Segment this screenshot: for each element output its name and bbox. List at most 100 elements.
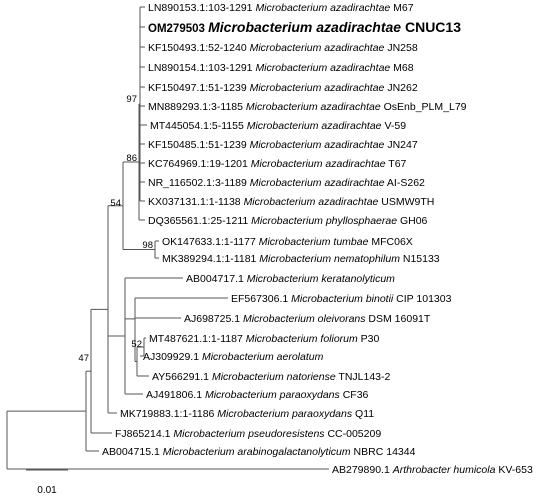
scale-bar-label: 0.01 bbox=[37, 485, 57, 496]
leaf-accession: KX037131.1:1-1138 bbox=[148, 196, 244, 208]
leaf-label-l3: KF150493.1:52-1240 Microbacterium azadir… bbox=[148, 42, 418, 54]
leaf-strain: CNUC13 bbox=[401, 19, 461, 35]
leaf-accession: AJ698725.1 bbox=[184, 313, 243, 325]
leaf-species: Microbacterium azadirachtae bbox=[251, 158, 386, 170]
leaf-species: Microbacterium paraoxydans bbox=[205, 389, 341, 401]
leaf-accession: MN889293.1:3-1185 bbox=[148, 101, 246, 113]
leaf-strain: JN258 bbox=[384, 42, 417, 54]
leaf-species: Microbacterium azadirachtae bbox=[250, 139, 385, 151]
leaf-species: Microbacterium pseudoresistens bbox=[173, 428, 325, 440]
bootstrap-values: 97 86 54 98 52 47 bbox=[78, 94, 153, 364]
leaf-species: Microbacterium azadirachtae bbox=[255, 62, 390, 74]
bootstrap-value-52: 52 bbox=[131, 339, 142, 350]
bootstrap-value-86: 86 bbox=[126, 153, 137, 164]
leaf-accession: AJ309929.1 bbox=[143, 351, 202, 363]
leaf-species: Microbacterium azadirachtae bbox=[208, 19, 401, 35]
leaf-species: Microbacterium azadirachtae bbox=[250, 42, 385, 54]
leaf-accession: KF150493.1:52-1240 bbox=[148, 42, 250, 54]
leaf-species: Microbacterium azadirachtae bbox=[247, 120, 382, 132]
leaf-species: Microbacterium azadirachtae bbox=[250, 177, 385, 189]
leaf-label-l1: LN890153.1:103-1291 Microbacterium azadi… bbox=[148, 2, 414, 14]
leaf-strain: Q11 bbox=[352, 408, 374, 420]
leaf-accession: OM279503 bbox=[148, 23, 208, 35]
leaf-label-l18: MT487621.1:1-1187 Microbacterium folioru… bbox=[149, 333, 380, 345]
bootstrap-value-97: 97 bbox=[126, 94, 137, 105]
leaf-accession: OK147633.1:1-1177 bbox=[162, 236, 259, 248]
leaf-accession: FJ865214.1 bbox=[115, 428, 173, 440]
leaf-label-l25: AB279890.1 Arthrobacter humicola KV-653 bbox=[332, 464, 533, 476]
leaf-accession: AB004715.1 bbox=[102, 446, 163, 458]
leaf-accession: AB279890.1 bbox=[332, 464, 393, 476]
leaf-label-l6: MN889293.1:3-1185 Microbacterium azadira… bbox=[148, 101, 467, 113]
leaf-species: Microbacterium tumbae bbox=[259, 236, 369, 248]
leaf-label-l24: AB004715.1 Microbacterium arabinogalacta… bbox=[102, 446, 416, 458]
leaf-accession: MK719883.1:1-1186 bbox=[120, 408, 217, 420]
leaf-label-l20: AY566291.1 Microbacterium natoriense TNJ… bbox=[152, 371, 391, 383]
leaf-strain: P30 bbox=[358, 333, 380, 345]
leaf-strain: USMW9TH bbox=[378, 196, 434, 208]
bootstrap-value-98: 98 bbox=[142, 240, 153, 251]
leaf-accession: LN890154.1:103-1291 bbox=[148, 62, 255, 74]
leaf-strain: JN262 bbox=[384, 82, 417, 94]
leaf-species: Arthrobacter humicola bbox=[392, 464, 496, 476]
leaf-accession: EF567306.1 bbox=[231, 293, 291, 305]
leaf-accession: LN890153.1:103-1291 bbox=[148, 2, 255, 14]
leaf-strain: CF36 bbox=[340, 389, 369, 401]
leaf-accession: NR_116502.1:3-1189 bbox=[148, 177, 250, 189]
leaf-label-l4: LN890154.1:103-1291 Microbacterium azadi… bbox=[148, 62, 414, 74]
tree-branches bbox=[6, 6, 329, 470]
leaf-species: Microbacterium phyllosphaerae bbox=[251, 215, 397, 227]
leaf-strain: MFC06X bbox=[368, 236, 412, 248]
leaf-strain: NBRC 14344 bbox=[351, 446, 416, 458]
leaf-strain: JN247 bbox=[384, 139, 417, 151]
leaf-accession: DQ365561.1:25-1211 bbox=[148, 215, 251, 227]
leaf-label-l10: NR_116502.1:3-1189 Microbacterium azadir… bbox=[148, 177, 425, 189]
leaf-label-l19: AJ309929.1 Microbacterium aerolatum bbox=[143, 351, 324, 363]
leaf-species: Microbacterium azadirachtae bbox=[244, 196, 379, 208]
leaf-species: Microbacterium arabinogalactanolyticum bbox=[163, 446, 351, 458]
leaf-label-l13: OK147633.1:1-1177 Microbacterium tumbae … bbox=[162, 236, 413, 248]
leaf-label-l9: KC764969.1:19-1201 Microbacterium azadir… bbox=[148, 158, 407, 170]
leaf-accession: MT445054.1:5-1155 bbox=[150, 120, 247, 132]
leaf-label-l21: AJ491806.1 Microbacterium paraoxydans CF… bbox=[146, 389, 369, 401]
leaf-labels: LN890153.1:103-1291 Microbacterium azadi… bbox=[102, 2, 533, 476]
leaf-label-l7: MT445054.1:5-1155 Microbacterium azadira… bbox=[150, 120, 406, 132]
leaf-label-l5: KF150497.1:51-1239 Microbacterium azadir… bbox=[148, 82, 418, 94]
leaf-strain: AI-S262 bbox=[385, 177, 425, 189]
leaf-label-l23: FJ865214.1 Microbacterium pseudoresisten… bbox=[115, 428, 381, 440]
leaf-accession: MK389294.1:1-1181 bbox=[162, 253, 259, 265]
leaf-strain: TNJL143-2 bbox=[336, 371, 391, 383]
leaf-accession: AY566291.1 bbox=[152, 371, 212, 383]
leaf-strain: CIP 101303 bbox=[393, 293, 451, 305]
leaf-accession: KF150497.1:51-1239 bbox=[148, 82, 250, 94]
leaf-species: Microbacterium oleivorans bbox=[243, 313, 366, 325]
leaf-strain: T67 bbox=[386, 158, 407, 170]
leaf-species: Microbacterium paraoxydans bbox=[217, 408, 353, 420]
leaf-label-l17: AJ698725.1 Microbacterium oleivorans DSM… bbox=[184, 313, 431, 325]
leaf-species: Microbacterium aerolatum bbox=[202, 351, 324, 363]
leaf-species: Microbacterium nematophilum bbox=[259, 253, 400, 265]
leaf-label-l2: OM279503 Microbacterium azadirachtae CNU… bbox=[148, 19, 461, 35]
leaf-accession: KF150485.1:51-1239 bbox=[148, 139, 250, 151]
leaf-species: Microbacterium azadirachtae bbox=[246, 101, 381, 113]
leaf-strain: KV-653 bbox=[495, 464, 533, 476]
leaf-label-l22: MK719883.1:1-1186 Microbacterium paraoxy… bbox=[120, 408, 374, 420]
leaf-species: Microbacterium azadirachtae bbox=[255, 2, 390, 14]
leaf-label-l16: EF567306.1 Microbacterium binotii CIP 10… bbox=[231, 293, 452, 305]
leaf-strain: N15133 bbox=[400, 253, 440, 265]
bootstrap-value-54: 54 bbox=[110, 198, 121, 209]
leaf-strain: M67 bbox=[390, 2, 414, 14]
leaf-accession: MT487621.1:1-1187 bbox=[149, 333, 246, 345]
leaf-strain: M68 bbox=[390, 62, 414, 74]
bootstrap-value-47: 47 bbox=[78, 353, 89, 364]
leaf-strain: GH06 bbox=[397, 215, 428, 227]
leaf-strain: CC-005209 bbox=[325, 428, 382, 440]
leaf-label-l15: AB004717.1 Microbacterium keratanolyticu… bbox=[186, 273, 395, 285]
leaf-label-l14: MK389294.1:1-1181 Microbacterium nematop… bbox=[162, 253, 440, 265]
leaf-strain: DSM 16091T bbox=[366, 313, 431, 325]
leaf-strain: V-59 bbox=[382, 120, 407, 132]
leaf-label-l8: KF150485.1:51-1239 Microbacterium azadir… bbox=[148, 139, 418, 151]
leaf-label-l12: DQ365561.1:25-1211 Microbacterium phyllo… bbox=[148, 215, 428, 227]
leaf-species: Microbacterium natoriense bbox=[212, 371, 336, 383]
